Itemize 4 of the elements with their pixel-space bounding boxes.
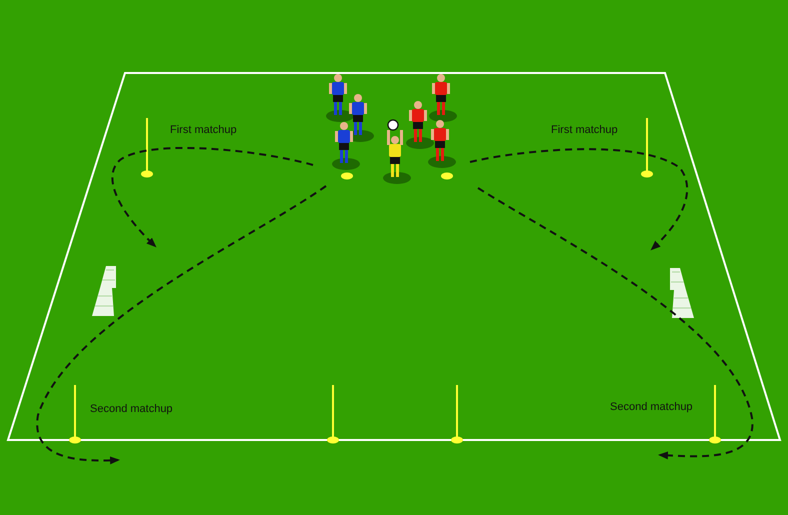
area-label: Second matchup [90, 403, 173, 415]
area-label: Second matchup [610, 401, 693, 413]
area-label: First matchup [551, 124, 618, 136]
area-label: First matchup [170, 124, 237, 136]
